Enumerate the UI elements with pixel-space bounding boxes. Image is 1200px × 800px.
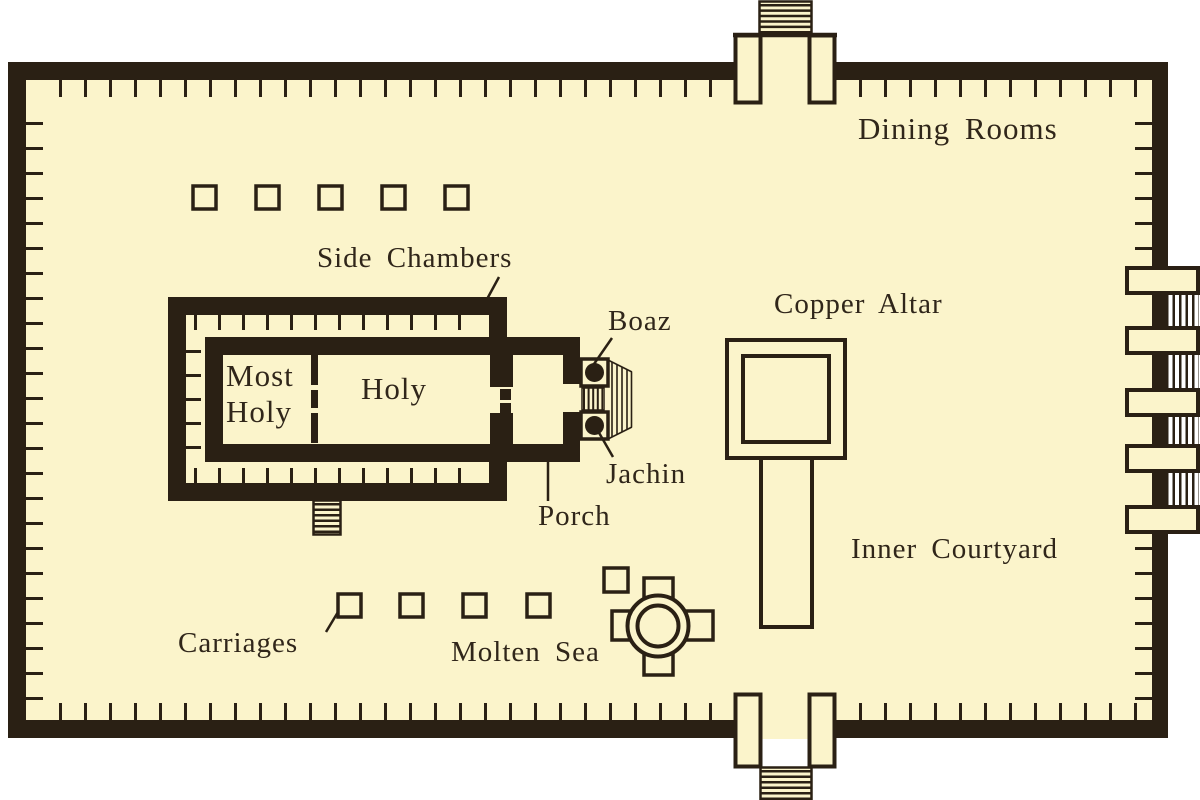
- label-holy: Holy: [361, 371, 427, 406]
- entrance-steps: [607, 359, 633, 440]
- label-jachin: Jachin: [606, 458, 687, 490]
- side-chambers-pointer: [484, 276, 501, 302]
- wall-ticks: [26, 80, 1152, 720]
- label-boaz: Boaz: [608, 305, 672, 337]
- label-inner-courtyard: Inner Courtyard: [851, 533, 1059, 565]
- most-holy-partition: [311, 355, 318, 443]
- label-molten-sea: Molten Sea: [451, 636, 600, 668]
- north-gate: [733, 0, 837, 105]
- porch-entrance-stairs: [581, 387, 605, 411]
- boaz-pointer: [592, 337, 614, 365]
- altar-ramp: [759, 456, 814, 629]
- south-gate: [733, 692, 837, 800]
- carriage-squares-north: [191, 184, 470, 211]
- holy-room: [223, 355, 490, 444]
- porch-walls: [513, 337, 580, 462]
- carriage-squares-south: [336, 566, 630, 619]
- label-most-holy: Most Holy: [226, 358, 294, 429]
- label-porch: Porch: [538, 500, 611, 532]
- label-copper-altar: Copper Altar: [774, 288, 943, 320]
- temple-walls: [205, 337, 513, 462]
- pillar-jachin: [579, 410, 610, 441]
- copper-altar: [725, 338, 847, 629]
- side-chamber-stairs: [312, 499, 342, 536]
- label-side-chambers: Side Chambers: [317, 242, 513, 274]
- molten-sea: [610, 576, 715, 677]
- jachin-pointer: [596, 430, 615, 458]
- dining-room-structures: [1125, 266, 1200, 534]
- label-dining-rooms: Dining Rooms: [858, 111, 1058, 146]
- label-carriages: Carriages: [178, 627, 299, 659]
- pointer-lines: [324, 276, 615, 633]
- temple-building: [168, 297, 633, 536]
- carriages-pointer: [324, 611, 340, 633]
